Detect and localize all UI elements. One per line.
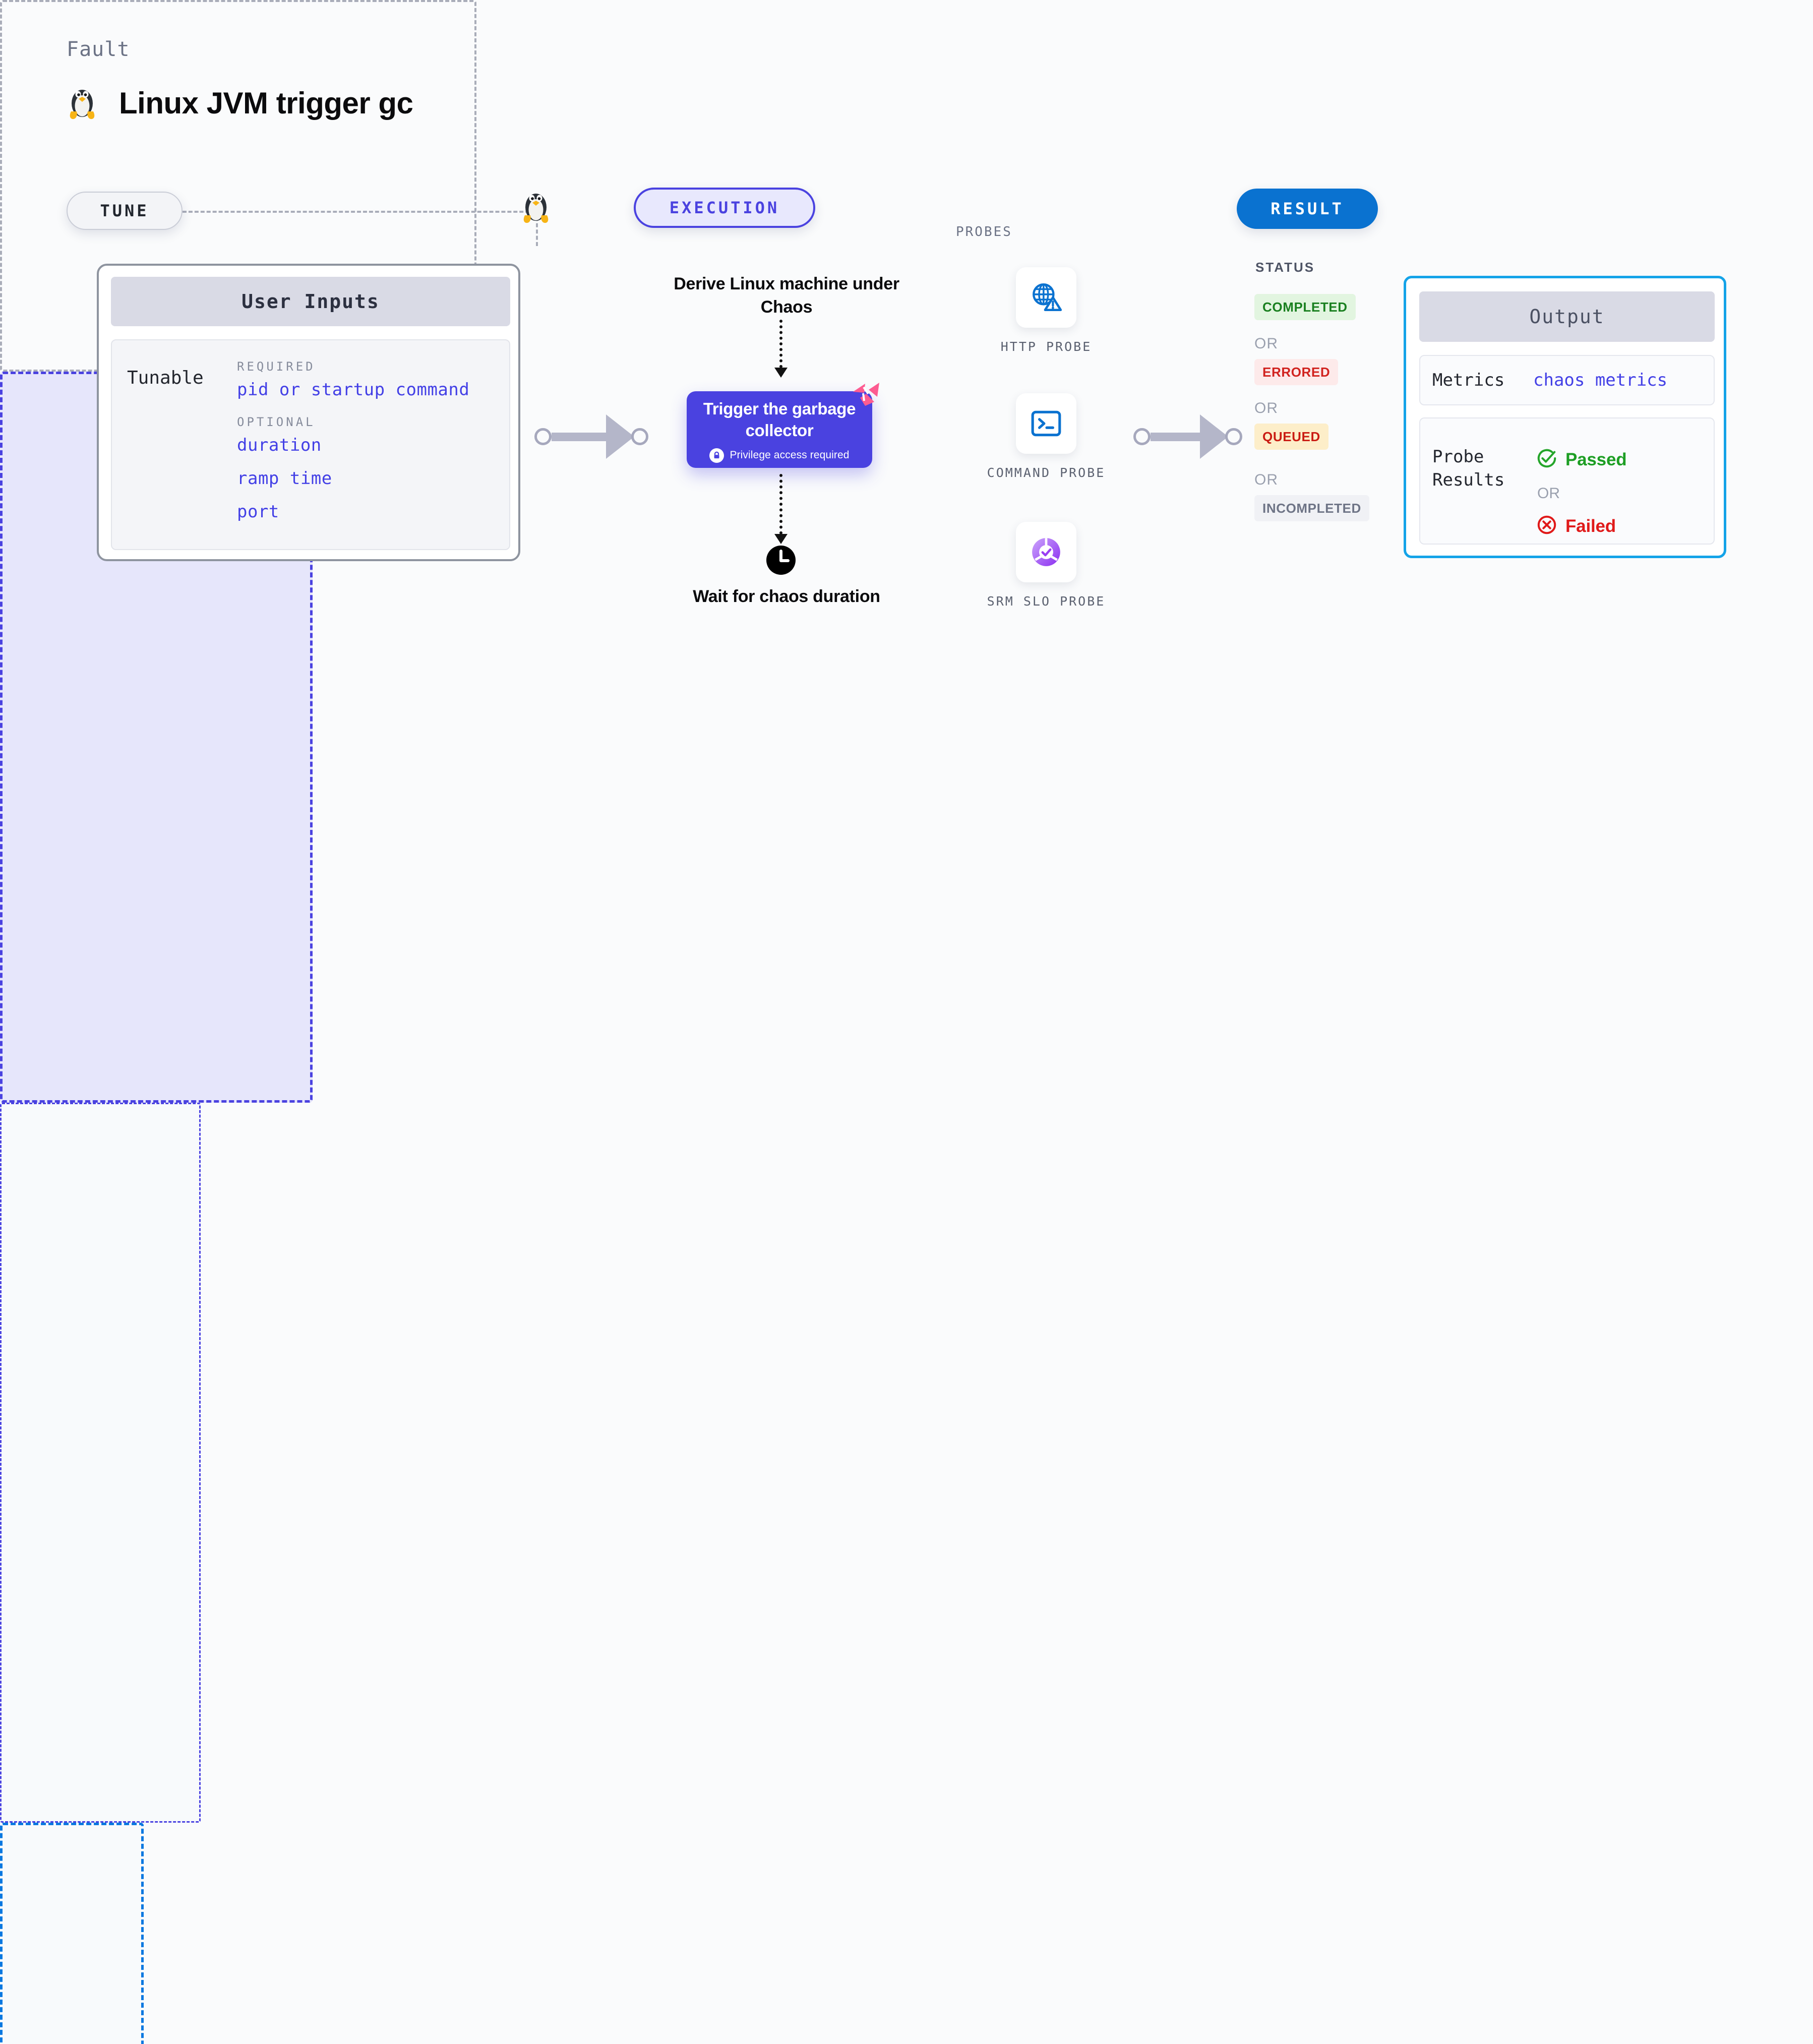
probe-result-failed: Failed [1536, 514, 1616, 538]
tunable-item-pid[interactable]: pid or startup command [237, 380, 470, 400]
terminal-icon [1016, 393, 1076, 454]
page-title-row: Linux JVM trigger gc [67, 83, 413, 123]
connector-dot-start [534, 428, 552, 445]
user-inputs-card: User Inputs Tunable REQUIRED pid or star… [97, 264, 520, 561]
tunable-item-duration[interactable]: duration [237, 435, 322, 455]
tunable-values-column: REQUIRED pid or startup command OPTIONAL… [237, 359, 499, 535]
page-title: Linux JVM trigger gc [119, 86, 413, 120]
execution-step-derive: Derive Linux machine under Chaos [674, 274, 899, 317]
output-probe-results-row: Probe Results Passed OR F [1419, 417, 1715, 545]
result-pill-label[interactable]: RESULT [1237, 189, 1378, 229]
trigger-card-subtitle-row: Privilege access required [709, 448, 849, 463]
connector-dot-end [1225, 428, 1242, 445]
probes-region [0, 1103, 201, 1823]
status-badge-errored: ERRORED [1254, 359, 1339, 385]
flow-arrow-derive-to-trigger [774, 320, 788, 378]
probe-http-label: HTTP PROBE [1000, 339, 1092, 354]
linux-penguin-icon [520, 187, 552, 224]
tunable-item-ramp-time[interactable]: ramp time [237, 468, 332, 489]
connector-arrowhead [1200, 414, 1228, 459]
chaos-pinwheel-icon [852, 381, 880, 407]
check-circle-icon [1536, 448, 1557, 471]
connector-dot-end [631, 428, 648, 445]
flow-arrow-trigger-to-wait [774, 474, 788, 544]
lock-icon [709, 448, 724, 463]
probe-srm-slo[interactable]: SRM SLO PROBE [983, 522, 1109, 611]
status-or-1: OR [1254, 335, 1278, 352]
tune-leader-line [183, 211, 541, 213]
trigger-card-subtitle: Privilege access required [730, 449, 850, 461]
output-card-header: Output [1419, 291, 1715, 342]
tunable-item-port[interactable]: port [237, 502, 279, 522]
execution-pill-label[interactable]: EXECUTION [634, 188, 815, 228]
x-circle-icon [1536, 514, 1557, 538]
output-metrics-row: Metrics chaos metrics [1419, 355, 1715, 405]
status-badge-completed: COMPLETED [1254, 294, 1356, 320]
output-probe-results-key: Probe Results [1432, 447, 1505, 490]
linux-penguin-icon [67, 83, 98, 123]
tunable-row-label: Tunable [127, 368, 204, 388]
user-inputs-card-header: User Inputs [111, 277, 510, 326]
status-or-3: OR [1254, 471, 1278, 488]
probes-section-label: PROBES [956, 224, 1012, 239]
probe-command-label: COMMAND PROBE [987, 465, 1106, 480]
execution-trigger-card[interactable]: Trigger the garbage collector Privilege … [687, 391, 872, 468]
tune-pill-label[interactable]: TUNE [67, 192, 183, 230]
connector-arrow-probes-to-result [1133, 414, 1242, 459]
status-region [0, 1823, 144, 2044]
clock-icon [765, 545, 797, 576]
page-eyebrow: Fault [67, 38, 130, 61]
connector-shaft [1151, 432, 1201, 441]
status-section-label: STATUS [1255, 260, 1315, 275]
probe-command[interactable]: COMMAND PROBE [983, 393, 1109, 482]
connector-shaft [552, 432, 607, 441]
execution-step-wait: Wait for chaos duration [693, 587, 880, 606]
output-metrics-key: Metrics [1432, 370, 1505, 390]
connector-dot-start [1133, 428, 1151, 445]
tunable-group-label-required: REQUIRED [237, 359, 316, 374]
probe-result-failed-label: Failed [1565, 516, 1616, 536]
globe-warning-icon [1016, 267, 1076, 328]
trigger-card-title: Trigger the garbage collector [703, 399, 856, 440]
probe-srm-slo-label: SRM SLO PROBE [987, 594, 1106, 609]
probe-result-or: OR [1537, 485, 1560, 502]
diagram-canvas: Fault Linux JVM trigger gc TUNE [0, 0, 1726, 2044]
probe-result-passed-label: Passed [1565, 449, 1627, 469]
slo-donut-check-icon [1016, 522, 1076, 582]
probe-result-passed: Passed [1536, 448, 1627, 471]
status-or-2: OR [1254, 400, 1278, 416]
tunable-group-label-optional: OPTIONAL [237, 415, 316, 429]
connector-arrowhead [606, 414, 634, 459]
connector-arrow-tune-to-execution [534, 414, 648, 459]
status-badge-incompleted: INCOMPLETED [1254, 495, 1369, 521]
output-metrics-value[interactable]: chaos metrics [1533, 370, 1668, 390]
probe-http[interactable]: HTTP PROBE [983, 267, 1109, 356]
output-card: Output Metrics chaos metrics Probe Resul… [1404, 276, 1726, 558]
tunable-box: Tunable REQUIRED pid or startup command … [111, 339, 510, 550]
status-badge-queued: QUEUED [1254, 424, 1328, 450]
